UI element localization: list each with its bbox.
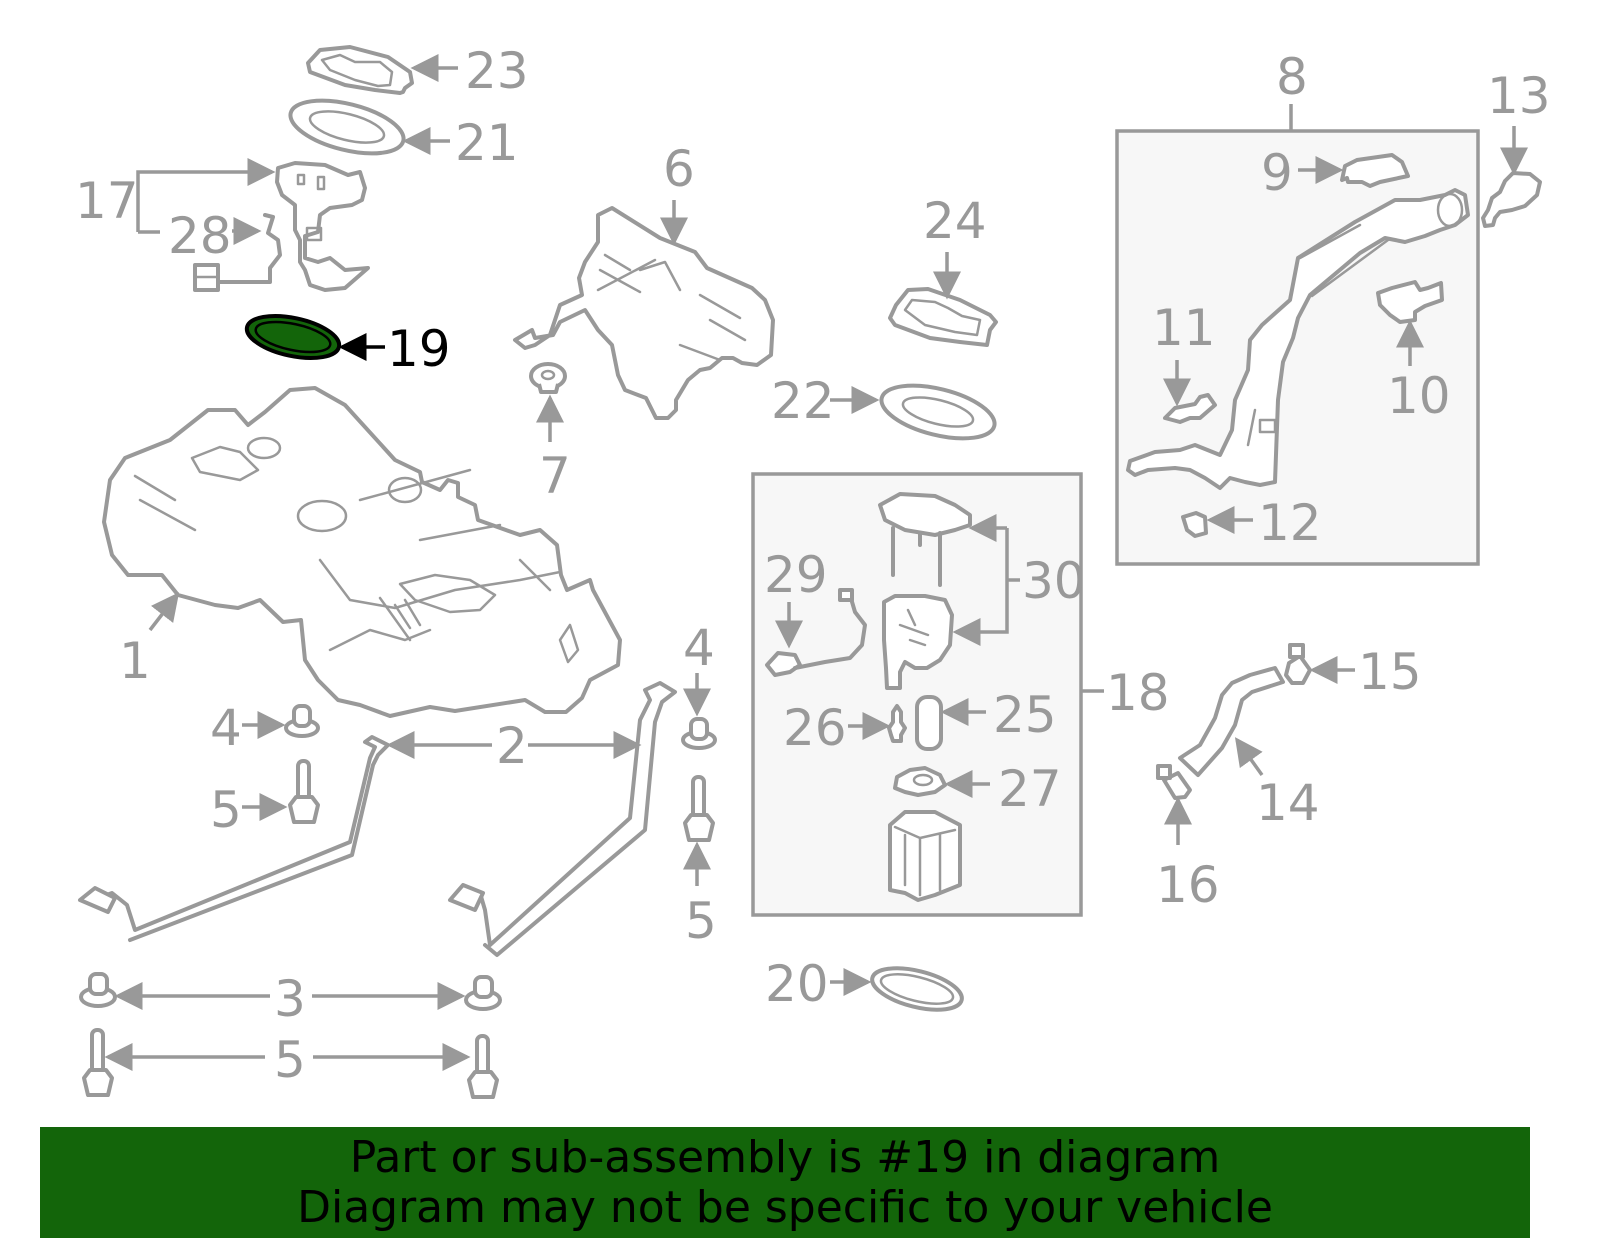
part-2-strap-right[interactable]	[448, 681, 677, 957]
label-12: 12	[1258, 494, 1322, 552]
part-3-grommet-right[interactable]	[464, 975, 502, 1011]
leader-14	[1234, 737, 1264, 777]
label-22: 22	[771, 372, 835, 430]
part-10-bracket[interactable]	[1376, 280, 1444, 324]
leader-17	[136, 158, 276, 232]
part-28-wire-harness[interactable]	[193, 213, 282, 292]
label-4-left: 4	[210, 699, 242, 757]
part-4-grommet-left[interactable]	[284, 704, 320, 738]
label-23: 23	[465, 42, 529, 100]
part-30-pump-module[interactable]	[882, 594, 954, 690]
label-13: 13	[1487, 67, 1551, 125]
label-18: 18	[1106, 664, 1170, 722]
part-26-valve[interactable]	[887, 704, 907, 743]
part-9-bracket[interactable]	[1340, 153, 1410, 188]
label-5-right: 5	[685, 892, 717, 950]
label-16: 16	[1156, 856, 1220, 914]
part-6-heat-shield[interactable]	[513, 206, 775, 420]
label-15: 15	[1358, 643, 1422, 701]
part-5-bolt-d[interactable]	[467, 1034, 499, 1099]
label-21: 21	[455, 114, 519, 172]
label-4-right: 4	[683, 619, 715, 677]
part-12-clip[interactable]	[1181, 511, 1208, 538]
label-27: 27	[998, 760, 1062, 818]
part-5-bolt-a[interactable]	[288, 759, 320, 824]
part-27-regulator[interactable]	[893, 766, 947, 797]
label-10: 10	[1387, 367, 1451, 425]
part-29-harness[interactable]	[765, 588, 867, 677]
label-24: 24	[923, 192, 987, 250]
part-1-fuel-tank[interactable]	[102, 386, 622, 718]
part-18-reservoir[interactable]	[888, 810, 962, 902]
part-5-bolt-c[interactable]	[82, 1028, 114, 1097]
label-30: 30	[1022, 552, 1086, 610]
part-25-filter[interactable]	[915, 695, 943, 751]
part-23-cover[interactable]	[306, 45, 414, 95]
label-2: 2	[496, 717, 528, 775]
part-15-clamp[interactable]	[1284, 643, 1312, 685]
part-19-gasket-highlighted[interactable]	[243, 309, 343, 366]
label-9: 9	[1261, 144, 1293, 202]
label-28: 28	[168, 207, 232, 265]
label-25: 25	[993, 686, 1057, 744]
label-3: 3	[274, 970, 306, 1028]
label-5-bottom: 5	[274, 1031, 306, 1089]
part-8-filler-pipe[interactable]	[1126, 188, 1470, 490]
label-14: 14	[1256, 774, 1320, 832]
label-29: 29	[764, 546, 828, 604]
label-20: 20	[765, 955, 829, 1013]
banner-line-1: Part or sub-assembly is #19 in diagram	[349, 1132, 1221, 1183]
leader-30	[952, 528, 1009, 646]
label-11: 11	[1152, 299, 1216, 357]
label-6: 6	[663, 140, 695, 198]
part-4-grommet-right[interactable]	[681, 717, 717, 750]
part-16-clamp[interactable]	[1156, 764, 1192, 800]
leader-1	[148, 592, 180, 632]
part-21-ring[interactable]	[285, 91, 409, 164]
part-20-gasket[interactable]	[868, 960, 966, 1017]
label-26: 26	[783, 699, 847, 757]
info-banner: Part or sub-assembly is #19 in diagram D…	[40, 1127, 1530, 1238]
part-13-cap[interactable]	[1481, 171, 1542, 228]
part-3-grommet-left[interactable]	[79, 972, 117, 1008]
label-7: 7	[539, 447, 571, 505]
banner-line-2: Diagram may not be specific to your vehi…	[297, 1182, 1273, 1233]
part-17-sender-unit[interactable]	[275, 161, 370, 292]
part-14-hose[interactable]	[1178, 666, 1285, 777]
label-8: 8	[1276, 48, 1308, 106]
label-1: 1	[119, 632, 151, 690]
label-19: 19	[387, 320, 451, 378]
label-5-upper-left: 5	[210, 781, 242, 839]
label-17: 17	[75, 172, 139, 230]
part-30-flange[interactable]	[878, 492, 972, 587]
part-5-bolt-b[interactable]	[683, 775, 715, 842]
part-24-cover[interactable]	[888, 287, 998, 347]
part-22-ring[interactable]	[876, 376, 1000, 449]
part-7-clip[interactable]	[529, 362, 567, 394]
part-2-strap-left[interactable]	[78, 735, 390, 942]
